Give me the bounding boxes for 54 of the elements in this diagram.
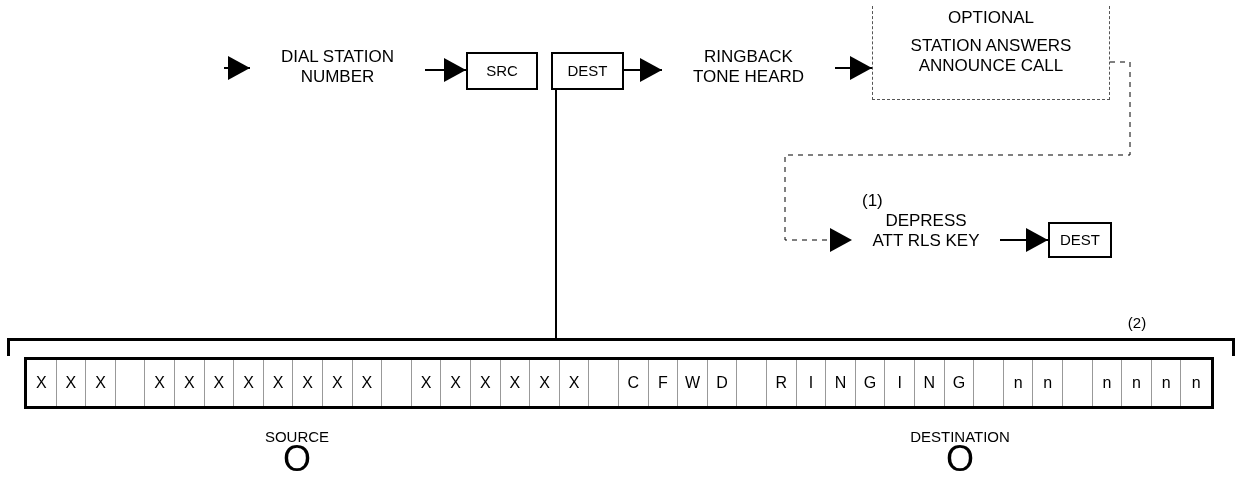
- display-character: X: [86, 360, 116, 406]
- display-label-box: DEST: [1048, 222, 1112, 258]
- step-text: DIAL STATION NUMBER: [279, 47, 395, 87]
- arrow: [999, 228, 1049, 252]
- display-character: X: [263, 360, 294, 406]
- display-character: n: [1151, 360, 1182, 406]
- display-character: C: [619, 360, 649, 406]
- display-label-box: SRC: [466, 52, 538, 90]
- display-character: G: [944, 360, 975, 406]
- display-character: X: [323, 360, 353, 406]
- connector-line: [555, 89, 557, 339]
- arrow: [223, 56, 251, 80]
- display-character: n: [1033, 360, 1063, 406]
- display-caption: DESTINATION: [910, 428, 1010, 445]
- display-character: R: [767, 360, 797, 406]
- arrow: [424, 58, 467, 82]
- display-character: X: [530, 360, 560, 406]
- display-character: I: [796, 360, 827, 406]
- footnote-mark: (1): [862, 191, 883, 211]
- display-character: X: [27, 360, 57, 406]
- display-label-box: DEST: [551, 52, 624, 90]
- display-character: X: [559, 360, 590, 406]
- display-character: n: [1092, 360, 1123, 406]
- step-text: DEPRESS ATT RLS KEY: [871, 211, 981, 251]
- display-character: G: [855, 360, 886, 406]
- display-character: X: [56, 360, 87, 406]
- display-character: X: [441, 360, 471, 406]
- display-character: X: [471, 360, 501, 406]
- arrow: [623, 58, 663, 82]
- display-character: X: [352, 360, 383, 406]
- optional-step-frame: [872, 6, 1110, 100]
- display-character: X: [145, 360, 175, 406]
- display-character: N: [826, 360, 856, 406]
- display-character: n: [1003, 360, 1034, 406]
- display-character: X: [411, 360, 442, 406]
- display-character: F: [648, 360, 679, 406]
- display-character: I: [885, 360, 915, 406]
- display-character: W: [678, 360, 708, 406]
- footnote-mark: (2): [1127, 314, 1147, 331]
- optional-heading: OPTIONAL: [948, 8, 1034, 28]
- display-character: n: [1190, 373, 1202, 393]
- display-character: X: [234, 360, 264, 406]
- display-character: N: [915, 360, 945, 406]
- display-character: X: [500, 360, 531, 406]
- display-caption: SOURCE: [264, 428, 330, 445]
- step-text: RINGBACK TONE HEARD: [691, 47, 806, 87]
- display-character: X: [293, 360, 323, 406]
- display-character: X: [175, 360, 205, 406]
- arrow: [834, 56, 873, 80]
- display-character: n: [1122, 360, 1152, 406]
- bracket: [10, 338, 1232, 410]
- step-text: STATION ANSWERS ANNOUNCE CALL: [909, 36, 1073, 76]
- display-character: D: [707, 360, 738, 406]
- display-character: X: [204, 360, 235, 406]
